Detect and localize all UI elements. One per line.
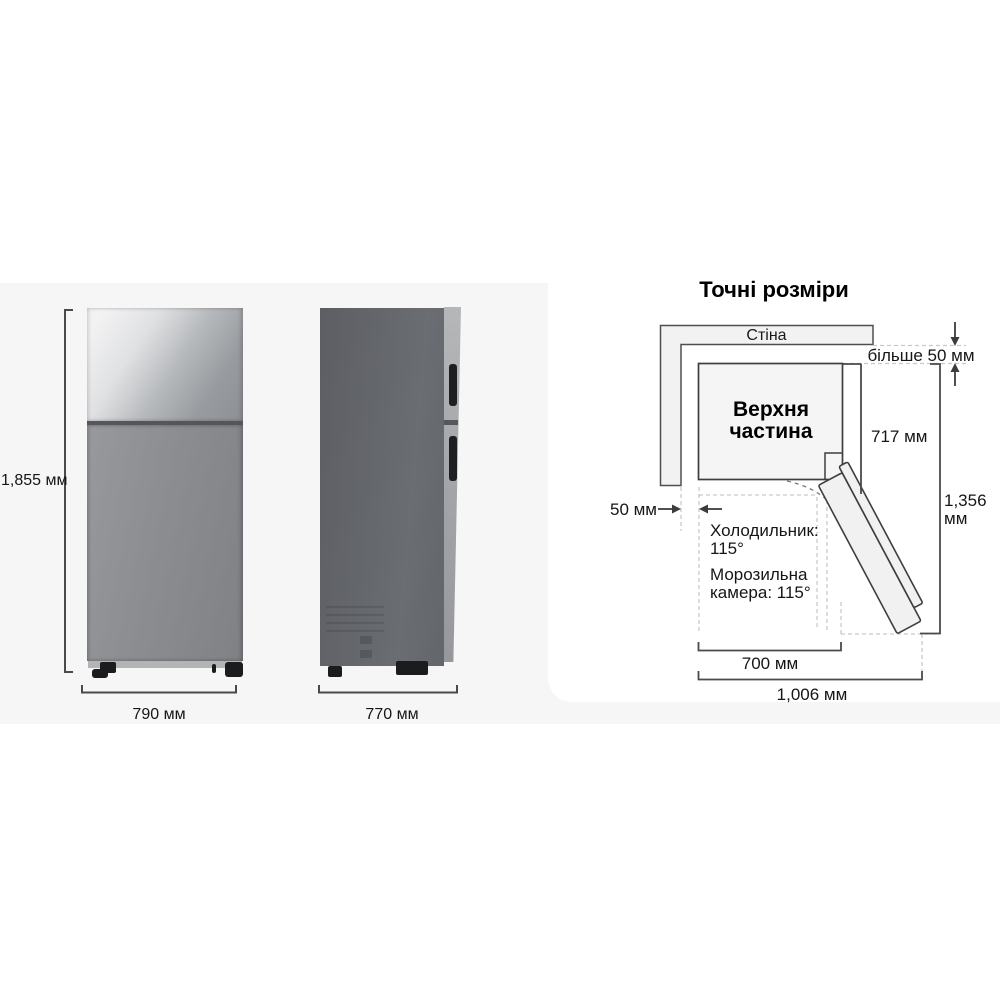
side-panel xyxy=(320,308,444,666)
total-depth-label: 1,356 мм xyxy=(944,491,987,528)
side-vent-line xyxy=(326,606,384,608)
front-freezer-door xyxy=(87,308,243,421)
wall-label: Стіна xyxy=(746,327,787,344)
front-caster-left xyxy=(92,669,108,678)
unit-top-label: Верхня частина xyxy=(729,398,813,443)
side-handle-top xyxy=(449,364,457,406)
side-handle-bottom xyxy=(449,436,457,481)
front-caster-right xyxy=(225,662,243,677)
diagram-title: Точні розміри xyxy=(699,277,849,302)
side-door-gap xyxy=(444,420,458,425)
unit-depth-label: 717 мм xyxy=(871,427,928,446)
front-foot-right-small xyxy=(212,664,216,673)
side-foot-rear xyxy=(396,661,428,675)
rear-gap-label: більше 50 мм xyxy=(867,346,975,365)
fridge-door-angle-label: Холодильник: 115° xyxy=(710,521,819,558)
front-fridge-door xyxy=(87,425,243,661)
side-foot-front xyxy=(328,666,342,677)
freezer-door-angle-label: Морозильна камера: 115° xyxy=(710,565,811,602)
unit-width-label: 700 мм xyxy=(741,654,799,673)
diagram-card xyxy=(548,256,1000,702)
side-gap-label: 50 мм xyxy=(609,500,657,519)
side-latch xyxy=(360,650,372,658)
front-kick-plate xyxy=(88,661,242,668)
front-height-label: 1,855 мм xyxy=(1,472,68,489)
side-width-label: 770 мм xyxy=(365,706,419,723)
side-latch xyxy=(360,636,372,644)
side-vent-line xyxy=(326,614,384,616)
front-width-label: 790 мм xyxy=(132,706,186,723)
total-width-label: 1,006 мм xyxy=(776,685,848,704)
side-vent-line xyxy=(326,630,384,632)
front-foot-left xyxy=(100,662,116,673)
side-vent-line xyxy=(326,622,384,624)
front-door-divider xyxy=(87,421,243,425)
